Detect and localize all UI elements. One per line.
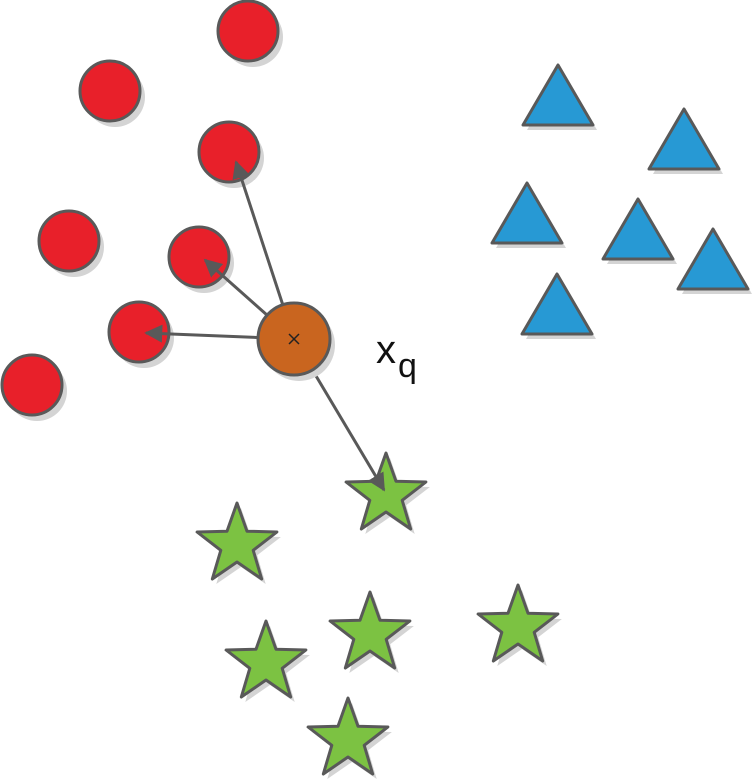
- red-circle-icon: [167, 225, 234, 293]
- red-circle-icon: [37, 209, 104, 277]
- red-circle-icon: [216, 0, 283, 67]
- green-star-icon: [195, 501, 281, 584]
- query-point-icon: [256, 301, 335, 381]
- green-star-icon: [476, 583, 562, 666]
- blue-triangle-icon: [601, 197, 677, 264]
- query-label-main: x: [376, 328, 396, 372]
- red-circle-icon: [0, 353, 67, 421]
- blue-triangle-icon: [647, 107, 723, 174]
- red-circle-icon: [197, 120, 264, 188]
- red-circle-icon: [107, 300, 174, 368]
- red-circle-icon: [78, 59, 145, 127]
- green-star-icon: [224, 619, 310, 702]
- query-point-label: xq: [376, 328, 417, 383]
- green-star-icon: [328, 590, 414, 673]
- query-label-subscript: q: [398, 347, 417, 385]
- green-star-icon: [306, 696, 392, 779]
- green-star-icon: [344, 451, 430, 534]
- blue-triangle-icon: [490, 181, 566, 248]
- blue-triangle-icon: [521, 63, 597, 130]
- blue-triangle-icon: [676, 227, 752, 294]
- blue-triangle-icon: [520, 272, 596, 339]
